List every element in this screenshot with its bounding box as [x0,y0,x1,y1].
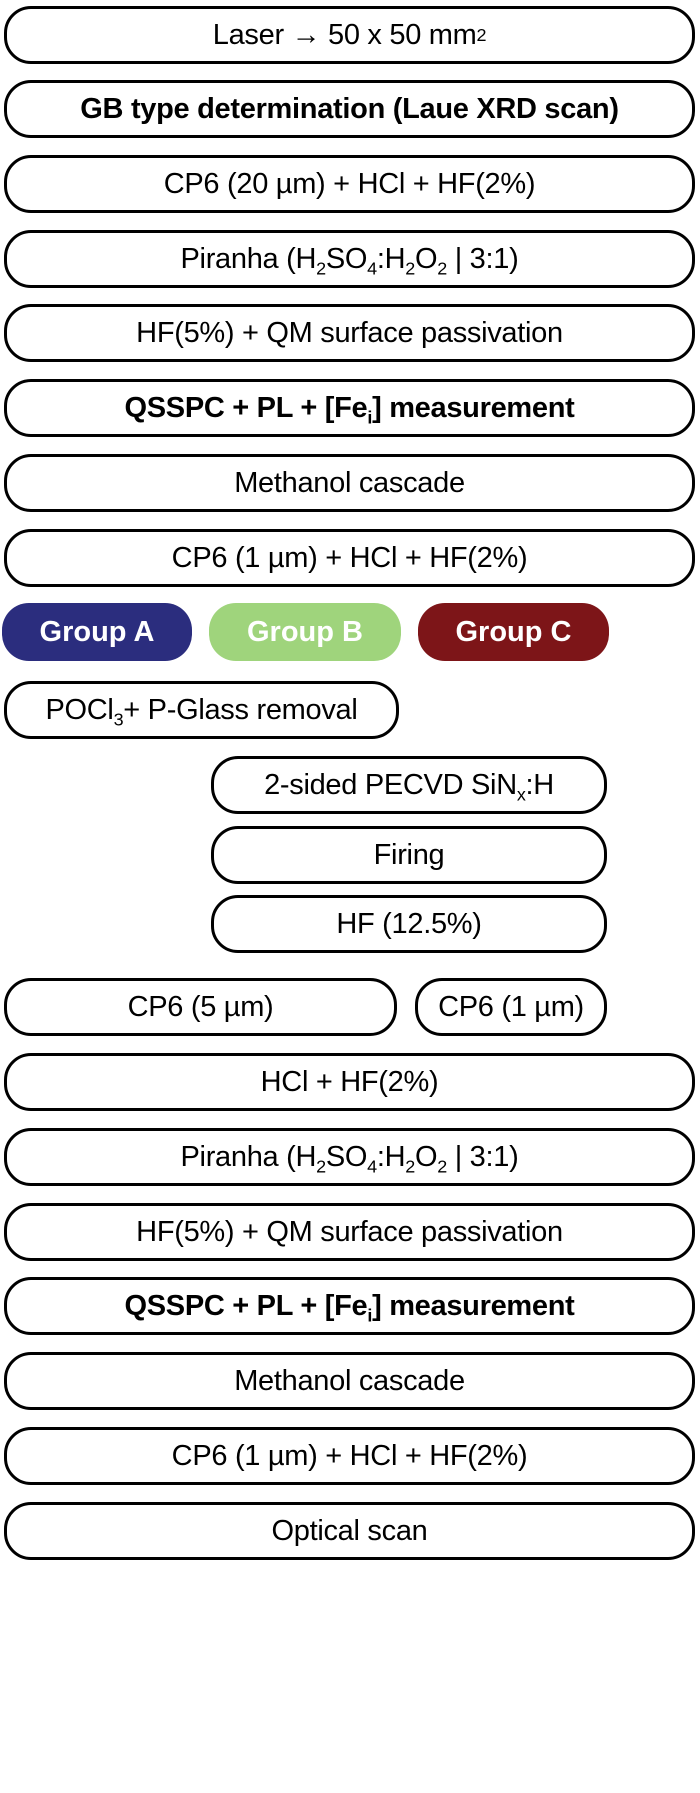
group-b-label: Group B [209,603,401,661]
step-qsspc-pl-fe-measurement: QSSPC + PL + [Fei] measurement [4,379,695,437]
step-methanol-cascade: Methanol cascade [4,454,695,512]
step-hf-qm-passivation: HF(5%) + QM surface passivation [4,304,695,362]
step-piranha-clean: Piranha (H2SO4:H2O2 | 3:1) [4,230,695,288]
step-qsspc-pl-fe-measurement-2: QSSPC + PL + [Fei] measurement [4,1277,695,1335]
step-piranha-clean-2: Piranha (H2SO4:H2O2 | 3:1) [4,1128,695,1186]
step-pecvd-sinx: 2-sided PECVD SiNx:H [211,756,607,814]
step-methanol-cascade-2: Methanol cascade [4,1352,695,1410]
step-optical-scan: Optical scan [4,1502,695,1560]
step-cp6-20um-etch: CP6 (20 µm) + HCl + HF(2%) [4,155,695,213]
group-a-label: Group A [2,603,192,661]
step-cp6-1um-etch-2: CP6 (1 µm) + HCl + HF(2%) [4,1427,695,1485]
step-firing: Firing [211,826,607,884]
step-hcl-hf: HCl + HF(2%) [4,1053,695,1111]
step-cp6-5um-etch: CP6 (5 µm) [4,978,397,1036]
step-hf-12-5: HF (12.5%) [211,895,607,953]
step-cp6-1um-etch: CP6 (1 µm) + HCl + HF(2%) [4,529,695,587]
step-hf-qm-passivation-2: HF(5%) + QM surface passivation [4,1203,695,1261]
group-c-label: Group C [418,603,609,661]
step-gb-type-determination: GB type determination (Laue XRD scan) [4,80,695,138]
step-cp6-1um-short: CP6 (1 µm) [415,978,607,1036]
step-pocl3-diffusion: POCl3+ P-Glass removal [4,681,399,739]
